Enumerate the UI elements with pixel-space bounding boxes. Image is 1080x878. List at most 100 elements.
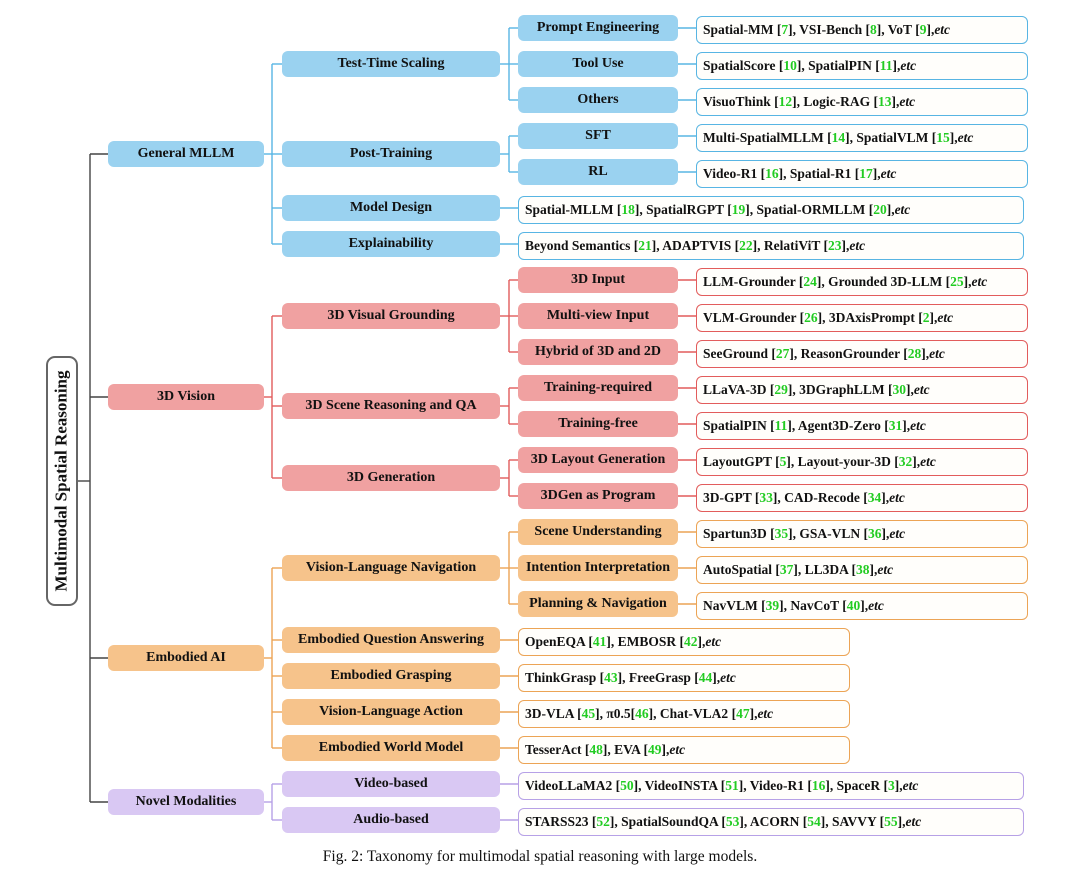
citation-number: 10 xyxy=(783,58,797,73)
subcategory-node: 3D Input xyxy=(518,267,678,293)
root-label: Multimodal Spatial Reasoning xyxy=(52,370,72,592)
leaf-papers: VLM-Grounder [26], 3DAxisPrompt [2], etc xyxy=(696,304,1028,332)
leaf-papers: Beyond Semantics [21], ADAPTVIS [22], Re… xyxy=(518,232,1024,260)
citation-number: 26 xyxy=(804,310,818,325)
topic-node: Vision-Language Action xyxy=(282,699,500,725)
citation-number: 41 xyxy=(592,634,607,649)
citation-number: 8 xyxy=(870,22,877,37)
etc-text: etc xyxy=(669,742,686,757)
citation-number: 45 xyxy=(581,706,596,721)
citation-number: 38 xyxy=(856,562,870,577)
citation-number: 5 xyxy=(779,454,787,469)
subcategory-node: Hybrid of 3D and 2D xyxy=(518,339,678,365)
figure-caption: Fig. 2: Taxonomy for multimodal spatial … xyxy=(322,848,758,865)
etc-text: etc xyxy=(929,346,945,361)
citation-number: 46 xyxy=(635,706,649,721)
citation-number: 47 xyxy=(736,706,750,721)
subcategory-node: SFT xyxy=(518,123,678,149)
etc-text: etc xyxy=(889,490,905,505)
citation-number: 32 xyxy=(898,454,913,469)
leaf-papers: 3D-GPT [33], CAD-Recode [34], etc xyxy=(696,484,1028,512)
leaf-papers: LLaVA-3D [29], 3DGraphLLM [30], etc xyxy=(696,376,1028,404)
citation-number: 17 xyxy=(859,166,873,181)
citation-number: 43 xyxy=(604,670,618,685)
leaf-papers: VideoLLaMA2 [50], VideoINSTA [51], Video… xyxy=(518,772,1024,800)
leaf-papers: Spatial-MM [7], VSI-Bench [8], VoT [9], … xyxy=(696,16,1028,44)
leaf-papers: Spatial-MLLM [18], SpatialRGPT [19], Spa… xyxy=(518,196,1024,224)
topic-node: Video-based xyxy=(282,771,500,797)
citation-number: 35 xyxy=(774,526,789,541)
citation-number: 51 xyxy=(725,778,739,793)
citation-number: 15 xyxy=(936,130,950,145)
citation-number: 7 xyxy=(781,22,789,37)
citation-number: 48 xyxy=(589,742,603,757)
topic-node: Audio-based xyxy=(282,807,500,833)
leaf-papers: SpatialScore [10], SpatialPIN [11], etc xyxy=(696,52,1028,80)
citation-number: 3 xyxy=(888,778,895,793)
etc-text: etc xyxy=(937,310,954,325)
citation-number: 50 xyxy=(620,778,634,793)
citation-number: 24 xyxy=(803,274,817,289)
citation-number: 42 xyxy=(684,634,698,649)
etc-text: etc xyxy=(849,238,866,253)
etc-text: etc xyxy=(880,166,897,181)
citation-number: 53 xyxy=(725,814,740,829)
category-node: 3D Vision xyxy=(108,384,264,410)
topic-node: Embodied Question Answering xyxy=(282,627,500,653)
citation-number: 37 xyxy=(779,562,794,577)
subcategory-node: 3DGen as Program xyxy=(518,483,678,509)
topic-node: 3D Visual Grounding xyxy=(282,303,500,329)
topic-node: Model Design xyxy=(282,195,500,221)
leaf-papers: STARSS23 [52], SpatialSoundQA [53], ACOR… xyxy=(518,808,1024,836)
etc-text: etc xyxy=(705,634,722,649)
topic-node: Embodied Grasping xyxy=(282,663,500,689)
citation-number: 52 xyxy=(596,814,610,829)
etc-text: etc xyxy=(902,778,919,793)
topic-node: Embodied World Model xyxy=(282,735,500,761)
citation-number: 14 xyxy=(831,130,846,145)
subcategory-node: Training-required xyxy=(518,375,678,401)
citation-number: 33 xyxy=(759,490,773,505)
citation-number: 13 xyxy=(878,94,892,109)
subcategory-node: Others xyxy=(518,87,678,113)
citation-number: 34 xyxy=(867,490,882,505)
citation-number: 39 xyxy=(765,598,780,613)
citation-number: 40 xyxy=(846,598,861,613)
leaf-papers: ThinkGrasp [43], FreeGrasp [44], etc xyxy=(518,664,850,692)
citation-number: 22 xyxy=(739,238,753,253)
citation-number: 36 xyxy=(868,526,882,541)
subcategory-node: Intention Interpretation xyxy=(518,555,678,581)
citation-number: 16 xyxy=(765,166,779,181)
subcategory-node: Multi-view Input xyxy=(518,303,678,329)
citation-number: 9 xyxy=(919,22,927,37)
root-node: Multimodal Spatial Reasoning xyxy=(46,356,78,606)
leaf-papers: VisuoThink [12], Logic-RAG [13], etc xyxy=(696,88,1028,116)
subcategory-node: Planning & Navigation xyxy=(518,591,678,617)
leaf-papers: TesserAct [48], EVA [49], etc xyxy=(518,736,850,764)
topic-node: Vision-Language Navigation xyxy=(282,555,500,581)
etc-text: etc xyxy=(899,94,916,109)
citation-number: 55 xyxy=(884,814,898,829)
leaf-papers: LLM-Grounder [24], Grounded 3D-LLM [25],… xyxy=(696,268,1028,296)
leaf-papers: Video-R1 [16], Spatial-R1 [17], etc xyxy=(696,160,1028,188)
etc-text: etc xyxy=(971,274,988,289)
etc-text: etc xyxy=(900,58,917,73)
citation-number: 18 xyxy=(621,202,635,217)
leaf-papers: SeeGround [27], ReasonGrounder [28], etc xyxy=(696,340,1028,368)
topic-node: 3D Scene Reasoning and QA xyxy=(282,393,500,419)
topic-node: Test-Time Scaling xyxy=(282,51,500,77)
leaf-papers: LayoutGPT [5], Layout-your-3D [32], etc xyxy=(696,448,1028,476)
etc-text: etc xyxy=(757,706,774,721)
citation-number: 2 xyxy=(922,310,930,325)
topic-node: Explainability xyxy=(282,231,500,257)
leaf-papers: AutoSpatial [37], LL3DA [38], etc xyxy=(696,556,1028,584)
citation-number: 11 xyxy=(879,58,893,73)
leaf-papers: 3D-VLA [45], π0.5[46], Chat-VLA2 [47], e… xyxy=(518,700,850,728)
citation-number: 19 xyxy=(731,202,746,217)
citation-number: 44 xyxy=(698,670,713,685)
citation-number: 16 xyxy=(811,778,826,793)
etc-text: etc xyxy=(894,202,911,217)
citation-number: 30 xyxy=(892,382,907,397)
subcategory-node: Scene Understanding xyxy=(518,519,678,545)
citation-number: 20 xyxy=(873,202,887,217)
